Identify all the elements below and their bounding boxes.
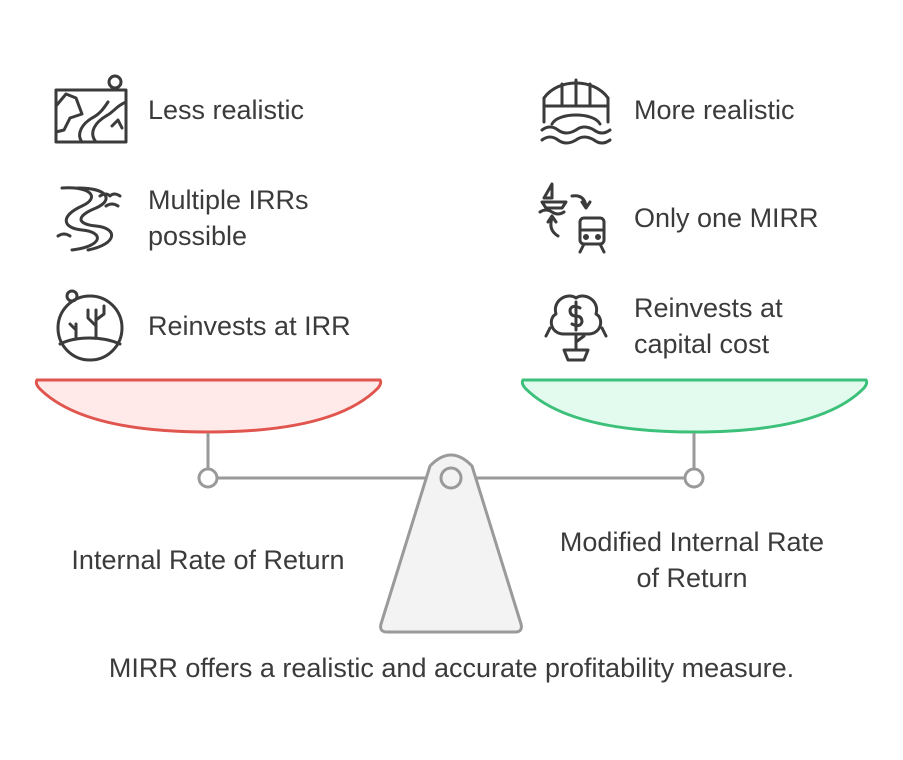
right-item-3: Reinvests at capital cost [538,288,783,364]
right-pan [520,378,869,434]
desert-plant-icon [52,288,128,364]
money-tree-icon [538,288,614,364]
right-item-3-label: Reinvests at capital cost [634,293,783,359]
boat-to-train-icon [538,180,614,256]
scale-fulcrum [379,453,523,634]
right-title: Modified Internal Rate of Return [559,527,825,593]
left-item-3: Reinvests at IRR [52,288,351,364]
left-item-1-label: Less realistic [148,95,305,125]
right-item-2: Only one MIRR [538,180,819,256]
left-item-1: Less realistic [52,72,304,148]
conclusion-text: MIRR offers a realistic and accurate pro… [108,653,795,683]
right-item-1-label: More realistic [634,95,795,125]
left-item-3-label: Reinvests at IRR [148,311,351,341]
right-item-1: More realistic [538,72,795,148]
left-pan [34,378,383,434]
right-item-2-label: Only one MIRR [634,203,819,233]
winding-river-icon [52,180,128,256]
left-title: Internal Rate of Return [71,545,345,575]
left-item-2: Multiple IRRs possible [52,180,309,256]
canyon-icon [52,72,128,148]
left-item-2-label: Multiple IRRs possible [148,185,309,251]
bridge-icon [538,72,614,148]
